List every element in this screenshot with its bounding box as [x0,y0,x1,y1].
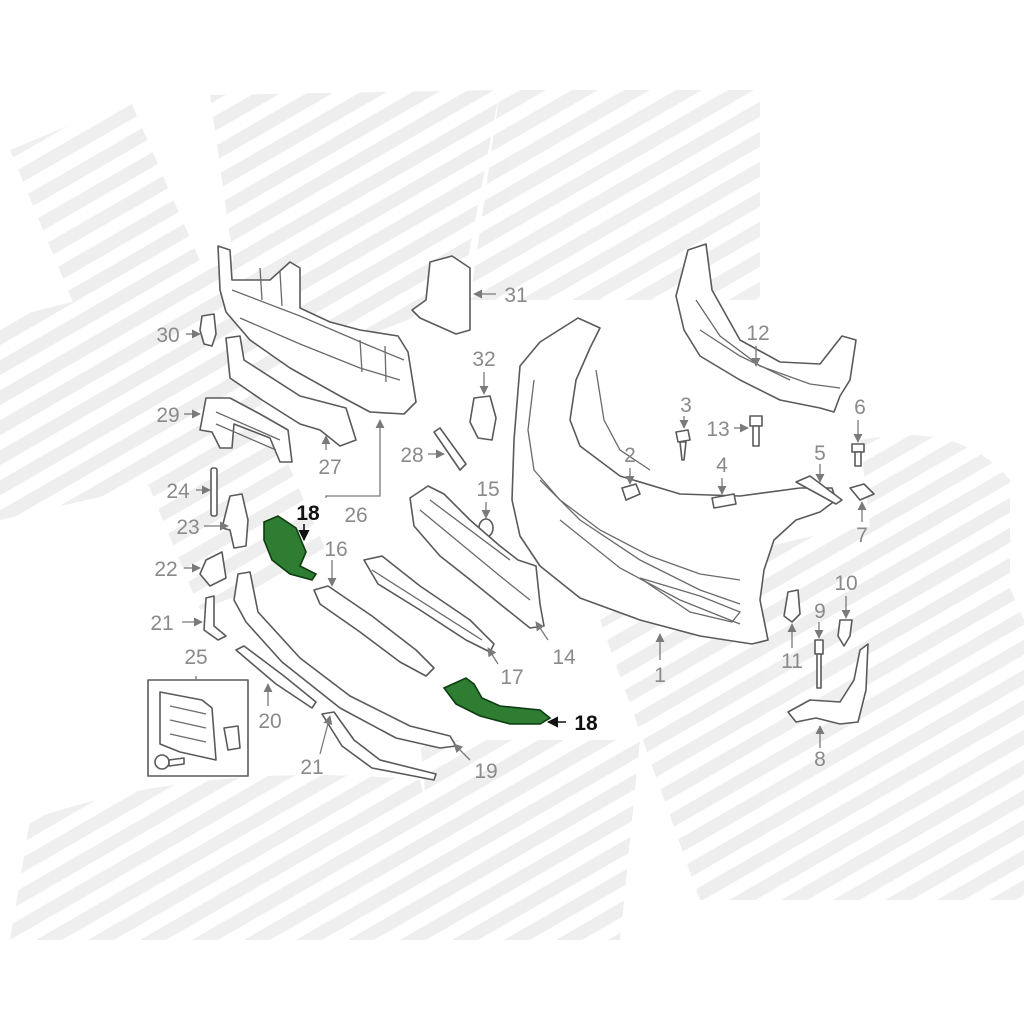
callout-15: 15 [476,478,499,501]
callout-12: 12 [746,322,769,345]
part-13 [749,415,763,447]
callout-23: 23 [176,516,199,539]
callout-1: 1 [654,664,666,687]
part-30 [199,313,217,347]
part-24 [210,467,218,517]
callout-labels: 1 2 3 4 5 6 7 8 9 10 11 12 13 14 15 16 1… [150,284,868,783]
callout-20: 20 [258,710,281,733]
part-1-bumper-cover [511,317,837,645]
leader-lines [182,289,867,761]
watermark-logo [0,90,1024,940]
callout-2: 2 [624,444,636,467]
callout-6: 6 [854,396,866,419]
callout-19: 19 [474,760,497,783]
callout-25: 25 [184,646,207,669]
callout-11: 11 [781,650,803,673]
part-28 [433,427,467,471]
part-3 [675,429,691,461]
part-11 [783,589,801,623]
callout-18-upper: 18 [296,502,320,525]
callout-8: 8 [814,748,826,771]
callout-5: 5 [814,442,826,465]
callout-13: 13 [706,418,729,441]
part-7 [849,483,875,501]
callout-10: 10 [834,572,857,595]
callout-24: 24 [166,480,190,503]
part-20 [235,645,317,709]
part-14 [409,485,545,629]
part-18-left [263,515,318,581]
callout-21-lower: 21 [300,756,323,779]
callout-14: 14 [552,646,576,669]
part-21a [203,595,227,641]
part-22 [199,551,227,587]
part-29 [199,397,293,463]
callout-4: 4 [716,454,728,477]
callout-30: 30 [156,324,179,347]
callout-26: 26 [344,504,367,527]
callout-29: 29 [156,404,179,427]
part-8 [787,643,869,725]
part-21b [321,711,437,781]
callout-22: 22 [154,558,177,581]
part-25-licence-plate-holder [147,679,249,777]
callout-32: 32 [472,348,495,371]
callout-16: 16 [324,538,347,561]
callout-9: 9 [814,600,826,623]
part-16 [313,585,435,677]
part-4 [711,493,737,509]
part-9 [814,639,824,689]
callout-18-lower: 18 [574,712,598,735]
callout-7: 7 [856,524,868,547]
callout-31: 31 [504,284,527,307]
callout-28: 28 [400,444,423,467]
part-2 [621,483,641,501]
callout-27: 27 [318,456,341,479]
part-31 [411,255,471,335]
callout-3: 3 [680,394,692,417]
part-6 [851,443,865,467]
part-32 [469,395,497,441]
callout-17: 17 [500,666,523,689]
part-front-carrier [217,245,417,447]
part-18-right [442,677,552,725]
part-5 [795,475,843,505]
callout-21-upper: 21 [150,612,173,635]
part-10 [837,619,853,647]
